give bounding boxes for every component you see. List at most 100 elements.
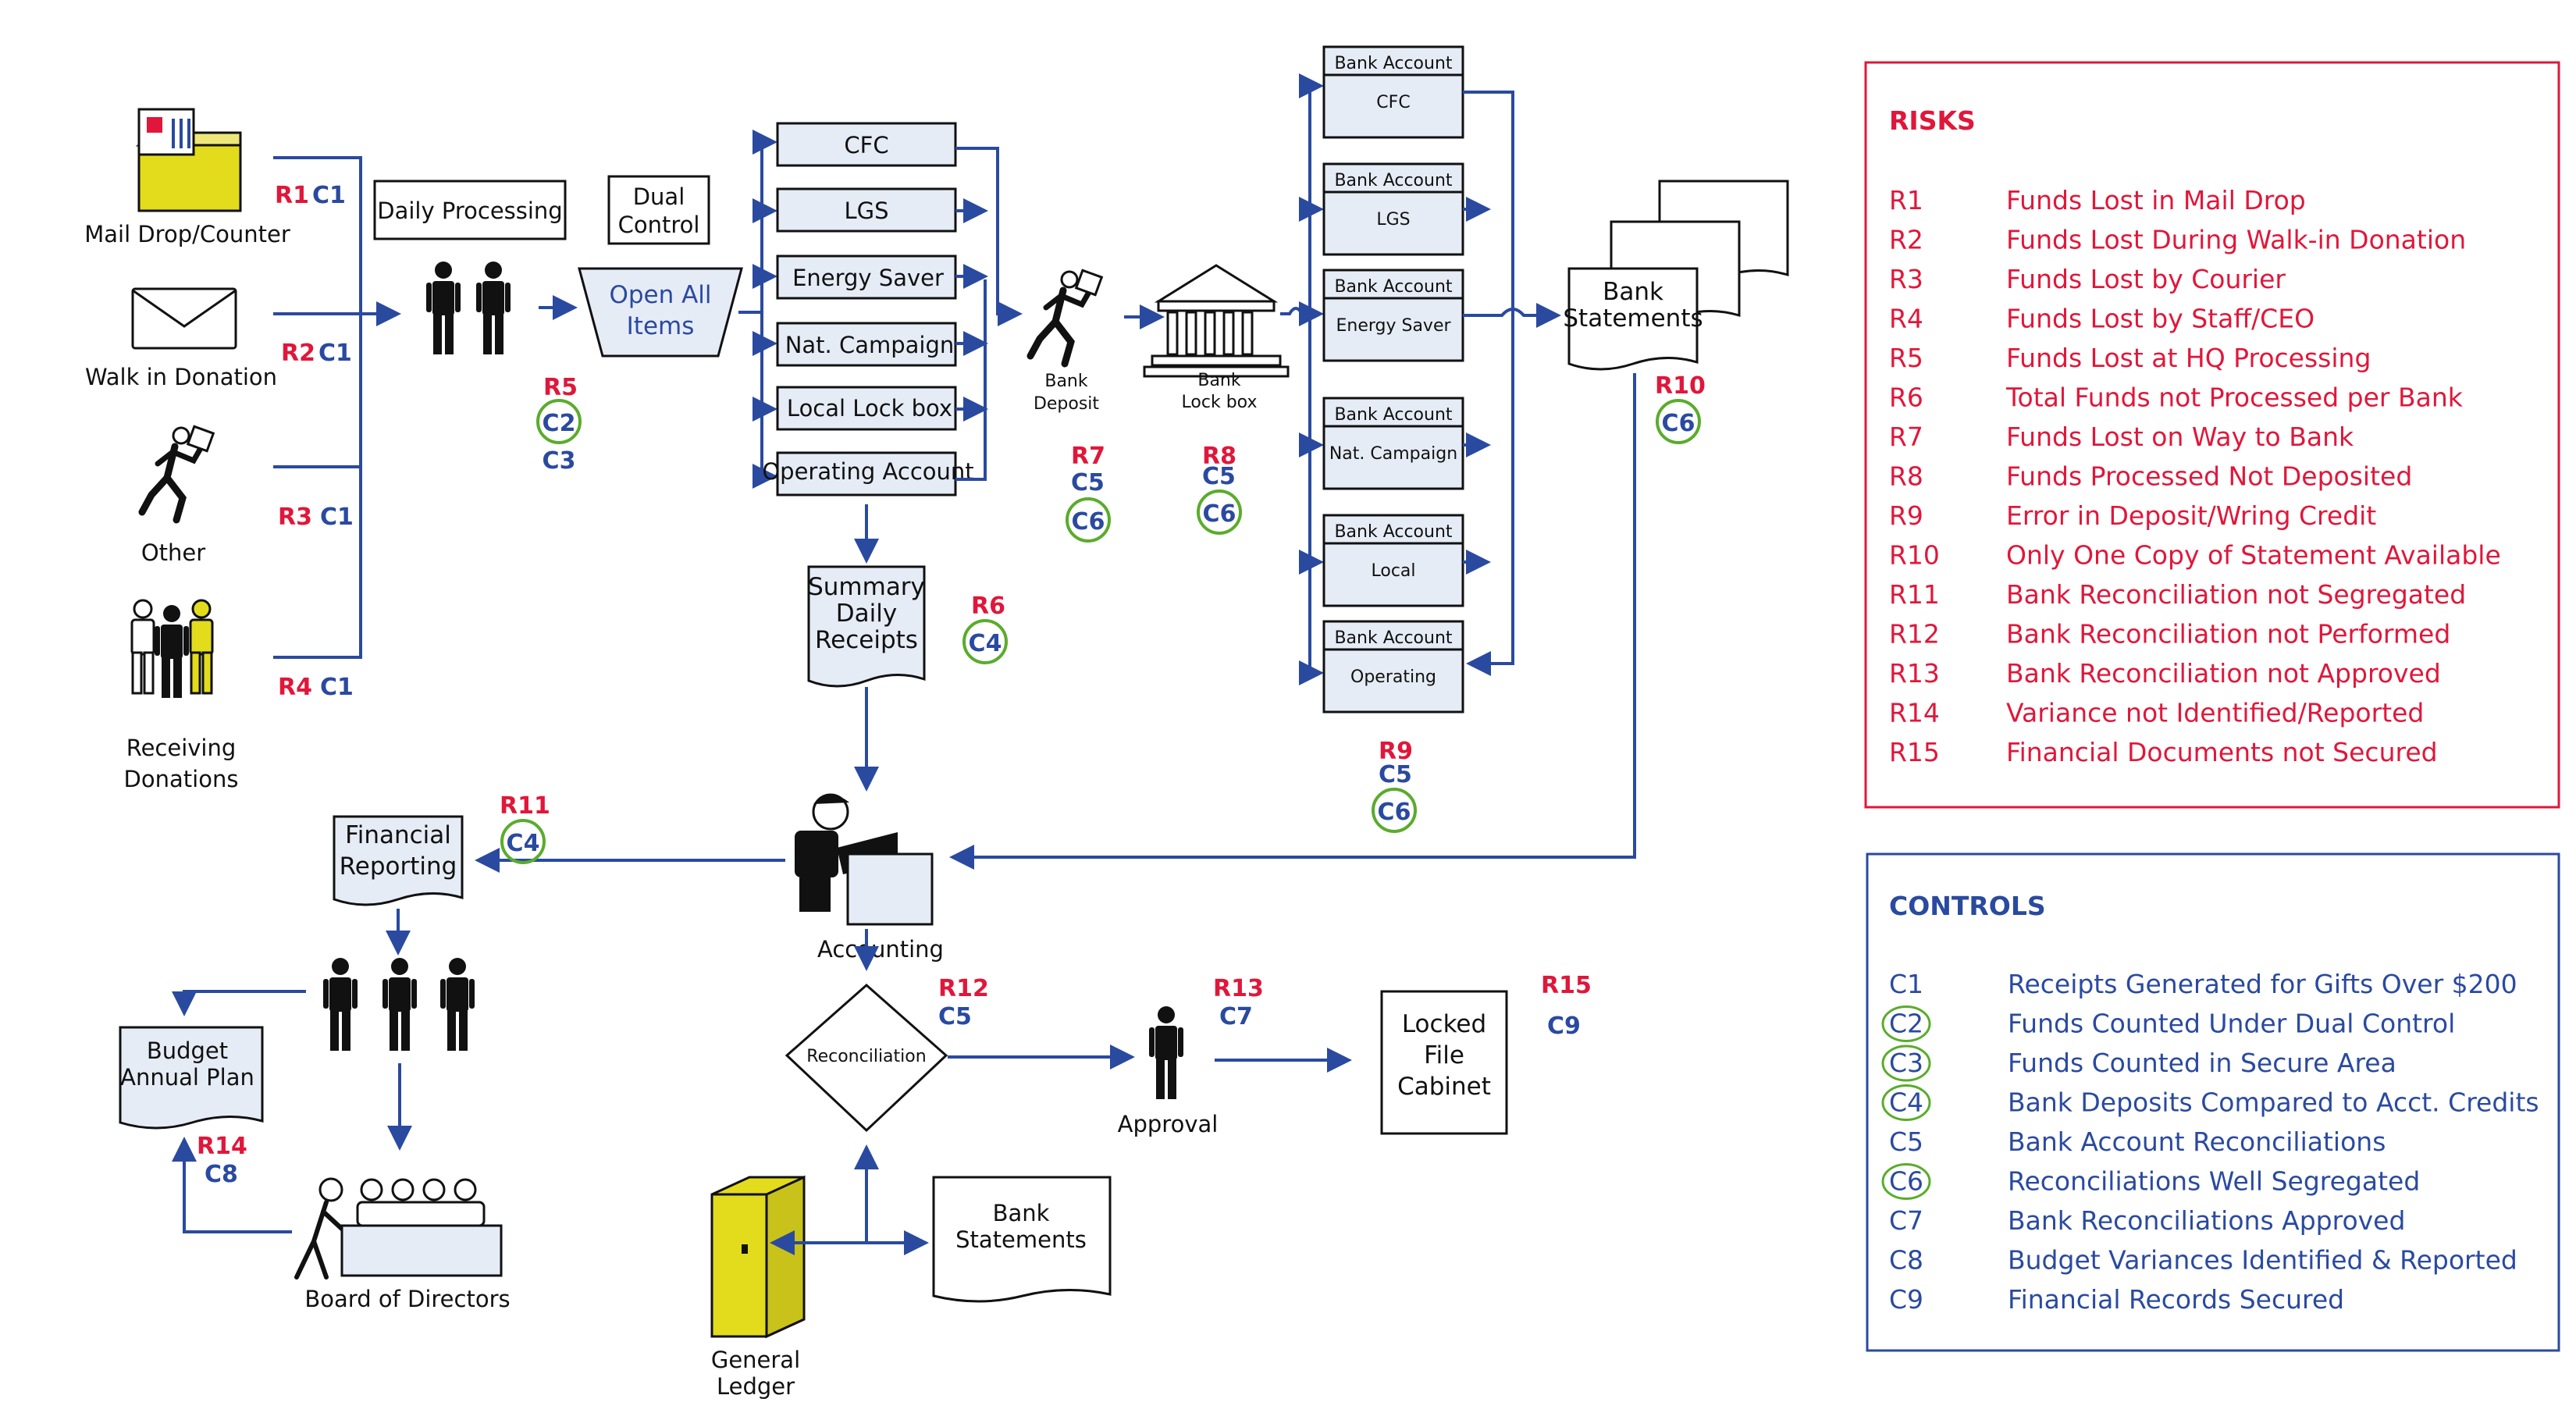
program-label: Local Lock box [787, 395, 952, 422]
controls-panel: CONTROLS [1866, 852, 2560, 1352]
risk-tag: R4 [278, 674, 312, 701]
control-row: C3 Funds Counted in Secure Area [1881, 1045, 2396, 1082]
risk-tag: R10 [1655, 372, 1706, 400]
risk-description: Bank Reconciliation not Approved [2006, 658, 2441, 689]
risk-description: Funds Lost During Walk-in Donation [2006, 225, 2466, 255]
control-tag: C5 [1071, 469, 1105, 496]
control-description: Funds Counted in Secure Area [2008, 1048, 2396, 1078]
accountant-icon [795, 793, 934, 926]
courier-icon [142, 426, 213, 520]
risk-tag: R13 [1213, 975, 1264, 1002]
risk-code: R4 [1889, 304, 1923, 334]
approver-icon [1149, 1006, 1183, 1099]
risks-title: RISKS [1889, 105, 1976, 136]
control-tag: C6 [1662, 410, 1695, 437]
risk-code: R13 [1889, 658, 1940, 689]
control-tag: C6 [1378, 799, 1411, 826]
risk-code: R9 [1889, 500, 1923, 531]
control-highlight-ring [500, 819, 546, 864]
bank-account-merge-lines [1463, 91, 1561, 676]
control-description: Reconciliations Well Segregated [2008, 1166, 2420, 1197]
risk-tag: R14 [197, 1133, 247, 1160]
board-icon [294, 1177, 503, 1279]
open-items-hopper [578, 267, 743, 358]
risk-tag: R9 [1379, 738, 1413, 765]
risk-tag: R8 [1202, 443, 1236, 470]
bank-deposit-line2: Deposit [1034, 394, 1099, 414]
ledger-line2: Ledger [717, 1373, 795, 1400]
control-highlight-ring [1066, 497, 1111, 543]
risks-panel: RISKS [1864, 61, 2560, 809]
risk-description: Funds Lost on Way to Bank [2006, 422, 2354, 452]
risk-row: R13 Bank Reconciliation not Approved [1889, 658, 2441, 689]
risk-description: Only One Copy of Statement Available [2006, 540, 2501, 571]
summary-line3: Receipts [815, 626, 918, 654]
control-row: C6 Reconciliations Well Segregated [1881, 1163, 2420, 1200]
control-tag: C6 [1072, 508, 1105, 536]
summary-line1: Summary [808, 573, 925, 601]
control-tag: C4 [969, 630, 1002, 657]
bank-account-header: Bank Account [1334, 171, 1452, 190]
risk-row: R2 Funds Lost During Walk-in Donation [1889, 225, 2466, 255]
source-mail-drop: Mail Drop/Counter [84, 108, 290, 247]
control-code: C5 [1889, 1126, 1923, 1157]
risk-tag: R6 [971, 593, 1005, 620]
program-label: LGS [844, 198, 888, 224]
control-tag: C1 [318, 340, 352, 367]
financial-reporting-line1: Financial [345, 821, 451, 849]
cabinet-line1: Locked [1402, 1010, 1486, 1038]
source-label-line2: Donations [124, 766, 239, 792]
source-other: Other [141, 426, 213, 566]
source-label: Other [141, 539, 205, 566]
dual-control: Dual Control Open All Items [578, 175, 743, 358]
control-description: Funds Counted Under Dual Control [2008, 1009, 2455, 1039]
control-highlight-ring [1881, 1005, 1931, 1042]
bank-deposit: Bank Deposit R7 C5 C6 [1030, 270, 1111, 543]
bank-account-name: Local [1371, 561, 1415, 581]
program-merge-lines [955, 147, 1023, 481]
source-walk-in: Walk in Donation [85, 287, 277, 390]
risk-code: R1 [1889, 185, 1923, 215]
risk-code: R3 [1889, 264, 1923, 294]
statements-line2: Statements [955, 1226, 1087, 1253]
control-tag: C1 [312, 182, 346, 209]
control-row: C7 Bank Reconciliations Approved [1889, 1205, 2405, 1236]
risk-description: Funds Lost in Mail Drop [2006, 185, 2306, 215]
risk-tag: R1 [275, 182, 309, 209]
bank-account-box: Bank Account LGS [1322, 162, 1464, 256]
envelope-icon [131, 287, 237, 350]
control-tag: C5 [1202, 463, 1236, 490]
risk-tag: R11 [500, 792, 550, 820]
board-of-directors: Board of Directors [294, 1177, 511, 1312]
control-code: C3 [1889, 1048, 1923, 1078]
program-boxes: CFC LGS Energy Saver Nat. Campaign Local… [762, 122, 974, 496]
program-label: CFC [844, 132, 888, 158]
risk-code: R2 [1889, 225, 1923, 255]
hopper-line2: Items [627, 312, 695, 340]
risk-code: R6 [1889, 383, 1923, 413]
bank-account-header: Bank Account [1334, 54, 1452, 73]
control-description: Bank Reconciliations Approved [2008, 1205, 2405, 1236]
ledger-statement-links [770, 1144, 929, 1255]
control-code: C7 [1889, 1205, 1923, 1236]
bank-account-box: Bank Account Local [1322, 514, 1464, 607]
control-tag: C7 [1219, 1003, 1253, 1030]
approval: Approval R13 C7 [1118, 975, 1264, 1137]
control-code: C4 [1889, 1087, 1923, 1118]
bank-account-branch-lines [1280, 73, 1324, 685]
control-tag: C3 [543, 447, 576, 475]
risk-tag: R5 [543, 374, 578, 401]
control-highlight-ring [1197, 489, 1242, 535]
control-code: C6 [1889, 1166, 1923, 1197]
summary-line2: Daily [836, 600, 897, 628]
